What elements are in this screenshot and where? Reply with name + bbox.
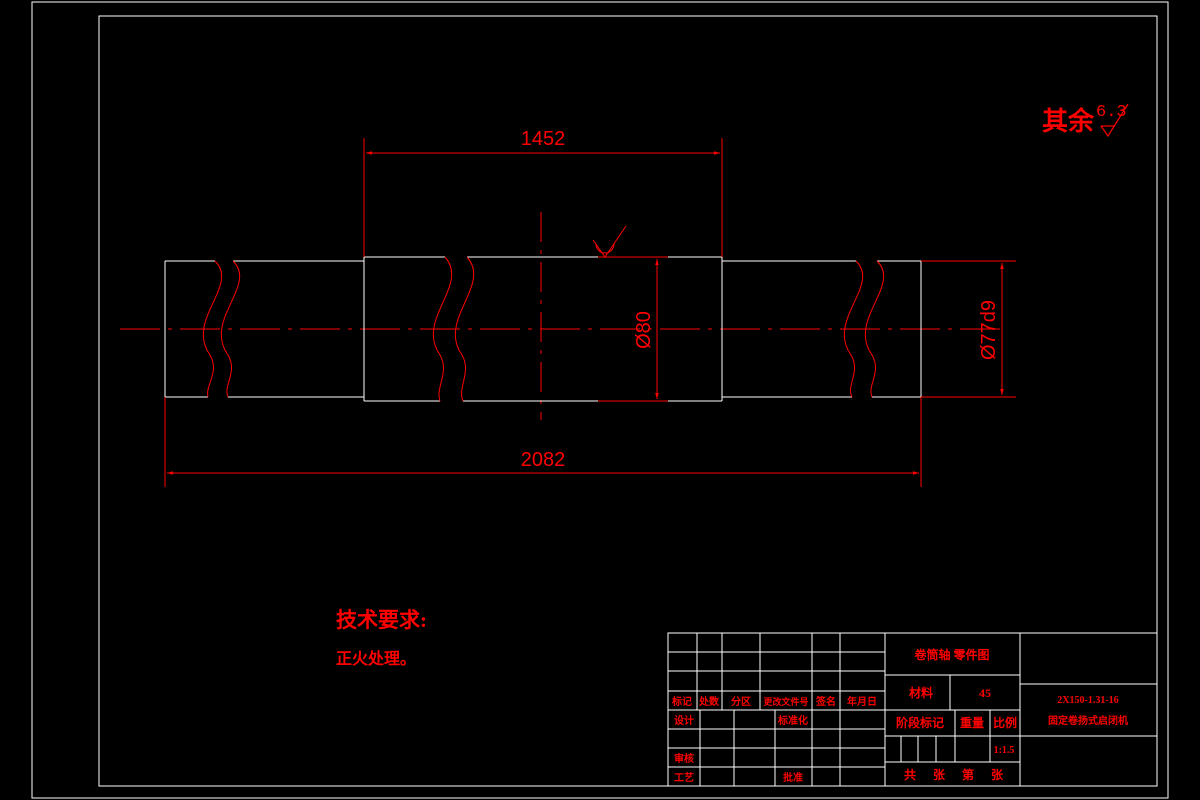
header-count: 处数: [698, 695, 720, 708]
tech-requirements-item: 正火处理。: [336, 649, 416, 668]
design-label: 设计: [674, 714, 694, 727]
weight-label: 重量: [960, 715, 984, 730]
dimension-dia77: Ø77d9: [921, 260, 1016, 398]
drawing-number: 2X150-1.31-16: [1057, 695, 1118, 706]
part-name: 卷筒轴 零件图: [913, 647, 989, 662]
approve-label: 批准: [783, 771, 803, 784]
scale-value: 1:1.5: [994, 745, 1015, 756]
material-value: 45: [979, 686, 991, 700]
dimension-dia80-text: Ø80: [633, 311, 655, 349]
header-zone: 分区: [731, 695, 751, 708]
header-change-doc: 更改文件号: [763, 696, 808, 707]
dimension-1452-text: 1452: [521, 128, 566, 150]
title-block: [667, 632, 1158, 787]
header-date: 年月日: [847, 695, 877, 708]
general-roughness-value: 6.3: [1096, 103, 1127, 122]
dimension-1452: 1452: [363, 128, 723, 257]
product-name: 固定卷扬式启闭机: [1048, 714, 1128, 727]
header-signature: 签名: [815, 695, 836, 708]
surface-roughness-icon: [592, 225, 627, 258]
sheets-unit-label: 张: [933, 767, 946, 782]
title-block-text: 卷筒轴 零件图 材料 45 2X150-1.31-16 固定卷扬式启闭机 标记 …: [671, 647, 1128, 784]
sheet-unit-label: 张: [991, 767, 1004, 782]
outer-sheet-border: [31, 1, 1169, 799]
general-roughness-symbol: 其余 6.3: [1042, 103, 1129, 138]
shaft-outline: [164, 256, 922, 402]
dimension-2082: 2082: [164, 397, 922, 487]
process-label: 工艺: [674, 771, 694, 784]
drawing-frame-border: [98, 15, 1158, 787]
dimension-dia80: Ø80: [598, 256, 668, 402]
review-label: 审核: [674, 752, 694, 765]
dimension-2082-text: 2082: [521, 449, 566, 471]
scale-label: 比例: [993, 715, 1017, 730]
sheet-number-label: 第: [962, 767, 974, 782]
general-roughness-prefix: 其余: [1042, 106, 1095, 136]
sheets-total-label: 共: [904, 767, 916, 782]
break-lines: [202, 256, 885, 402]
material-label: 材料: [908, 685, 933, 700]
standardization-label: 标准化: [777, 714, 808, 727]
header-mark: 标记: [671, 695, 692, 708]
stage-mark-label: 阶段标记: [896, 715, 944, 730]
tech-requirements-heading: 技术要求:: [336, 608, 427, 632]
dimension-dia77-text: Ø77d9: [978, 300, 1000, 360]
